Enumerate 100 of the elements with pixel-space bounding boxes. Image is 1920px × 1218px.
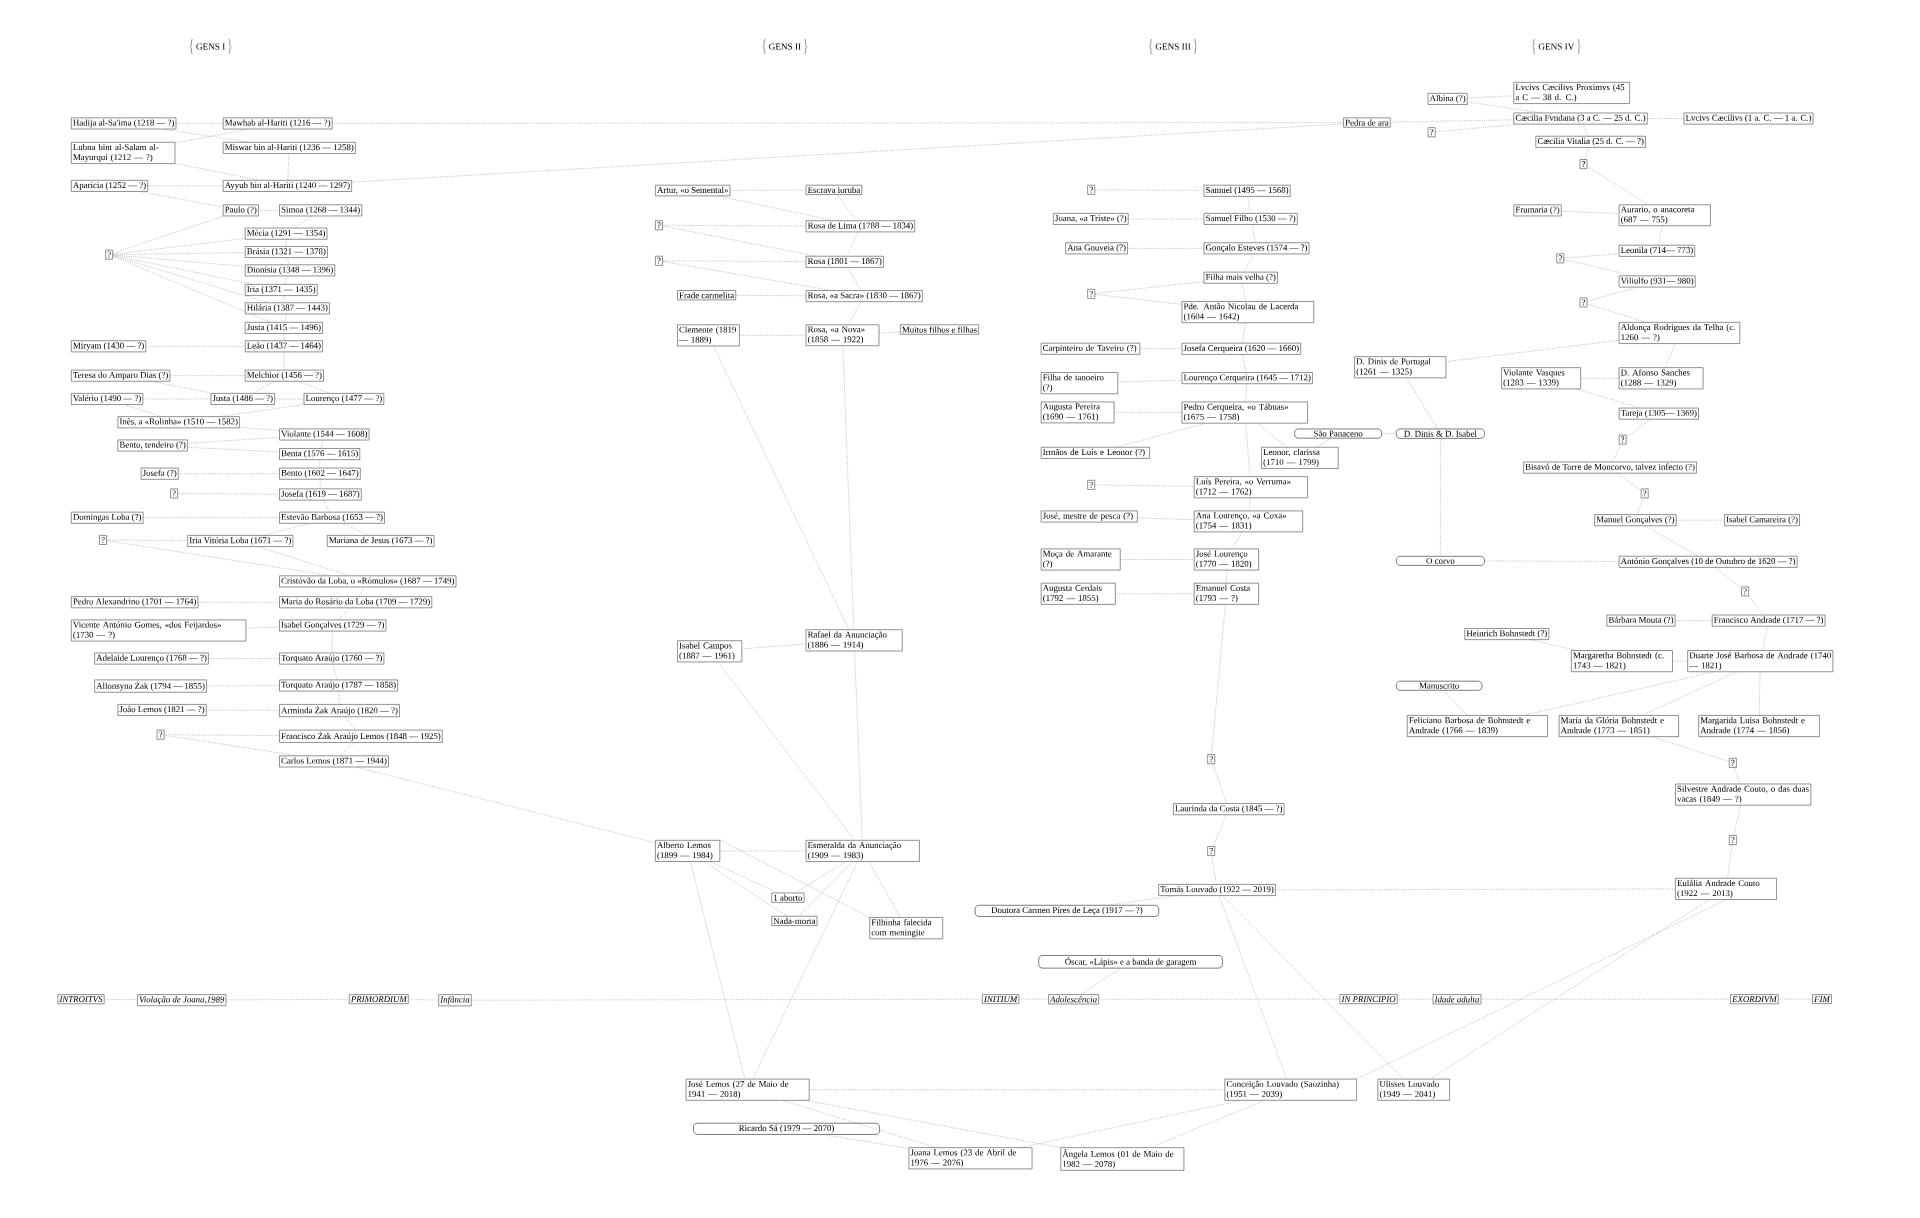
person-box: ? [99,534,107,545]
relation-line [1657,225,1663,246]
relation-line [1242,322,1247,343]
relation-line [1676,519,1725,521]
relation-line [809,1089,1225,1090]
relation-line [752,861,858,1079]
person-box: Valério (1490 — ?) [71,392,144,405]
timeline-box: Infância [438,994,472,1006]
person-box: Esmeralda da Anunciação (1909 — 1983) [805,839,920,862]
relation-line [1245,423,1251,477]
person-box: Gonçalo Esteves (1574 — ?) [1203,242,1310,255]
relation-line [263,523,310,536]
relation-line [1114,411,1182,413]
relation-line [719,839,870,918]
person-box: Samuel (1495 — 1568) [1203,184,1291,197]
relation-line [1587,303,1646,323]
relation-line [220,404,304,417]
person-box: Duarte José Barbosa de Andrade (1740 — 1821) [1687,650,1834,672]
relation-line [340,742,355,756]
relation-line [741,643,807,649]
relation-line [1582,123,1589,137]
relation-line [1440,438,1441,557]
person-box: João Lemos (1821 — ?) [117,703,207,716]
person-box: Paulo (?) [222,204,259,217]
relation-line [1218,895,1287,1079]
person-box: Irmãos de Luís e Leonor (?) [1040,446,1150,459]
person-box: Ana Lourenço, «a Coxa» (1754 — 1831) [1193,510,1303,532]
relation-line [187,436,280,444]
relation-line [1443,690,1468,716]
timeline-box: Violação de Joana,1989 [137,994,227,1006]
person-box: Simoa (1268 — 1344) [279,204,363,217]
relation-line [1647,118,1684,119]
timeline-box: PRIMORDIUM [349,994,409,1004]
relation-line [848,301,862,325]
relation-line [239,426,280,431]
relation-line [1243,253,1254,272]
rounded-box: Manuscrito [1395,680,1483,691]
person-box: José Lemos (27 de Maio de 1941 — 2018) [685,1078,810,1101]
person-box: Rosa, «a Sacra» (1830 — 1867) [805,290,923,302]
relation-line [1748,595,1765,615]
relation-line [1094,281,1204,294]
person-box: Clemente (1819 — 1889) [677,324,740,347]
person-box: Filhinha falecida com meningite [869,916,943,939]
relation-line [1675,620,1713,621]
person-box: Augusta Cerdais (1792 — 1855) [1040,582,1116,605]
person-box: Rosa de Lima (1788 — 1834) [805,220,916,233]
person-box: Mécia (1291 — 1354) [244,227,328,240]
relation-line [1733,805,1741,836]
relation-line [258,209,280,211]
relation-line [1137,517,1195,520]
person-box: Bento (1602 — 1647) [279,467,361,480]
rounded-box: Óscar, «Lápis» e a banda de garagem [1038,954,1223,969]
person-box: Domingas Loba (?) [71,511,144,524]
person-box: Conceição Louvado (Saozinha) (1951 — 2039) [1224,1078,1357,1101]
person-box: Francisco Andrade (1717 — ?) [1711,614,1826,627]
relation-line [112,238,246,255]
person-box: Lourenço (1477 — ?) [303,392,385,405]
relation-line [1587,286,1637,302]
person-box: Torquato Araújo (1787 — 1858) [279,679,398,692]
person-box: ? [170,488,178,499]
person-box: Rosa, «a Nova» (1858 — 1922) [805,324,880,346]
relation-line [735,294,807,296]
relation-line [798,861,853,917]
person-box: ? [156,729,165,740]
relation-line [1212,763,1227,804]
person-box: Leonor, clarissa (1710 — 1799) [1261,446,1339,469]
person-box: Brásia (1321 — 1378) [244,245,328,258]
timeline-box: INTROITVS [57,994,105,1004]
relation-line [718,195,834,221]
person-box: Joana, «a Triste» (?) [1053,212,1129,225]
relation-line [1524,671,1713,716]
person-box: Samuel Filho (1530 — ?) [1203,212,1298,225]
relation-line [106,540,331,576]
generation-heading: GENS IV [1532,38,1581,55]
relation-line [1115,593,1195,594]
person-box: Melchior (1456 — ?) [244,369,324,382]
person-box: Allonsyna Żak (1794 — 1855) [94,679,207,693]
person-box: ? [105,249,114,260]
timeline-line [225,998,350,1001]
relation-line [717,661,855,841]
relation-line [1727,844,1733,879]
person-box: Estevão Barbosa (1653 — ?) [279,511,385,524]
person-box: Moça de Amarante (?) [1040,548,1121,571]
relation-line [1580,377,1620,379]
person-box: Maria do Rosário da Loba (1709 — 1729) [279,596,433,608]
relation-line [1251,224,1256,243]
relation-line [1406,377,1438,429]
timeline-box: INITIUM [982,994,1020,1004]
person-box: ? [1579,297,1588,308]
person-box: Hilária (1387 — 1443) [244,302,330,315]
relation-line [1758,671,1761,716]
relation-line [690,861,746,1079]
person-box: José Lourenço (1770 — 1820) [1193,548,1259,571]
relation-line [1665,343,1676,368]
relation-line [847,231,859,257]
person-box: Pedra de ara [1343,117,1391,128]
relation-line [1245,383,1248,402]
person-box: Joana Lemos (23 de Abril de 1976 — 2076) [908,1147,1033,1169]
relation-line [206,709,280,711]
person-box: 1 aborto [771,892,805,903]
